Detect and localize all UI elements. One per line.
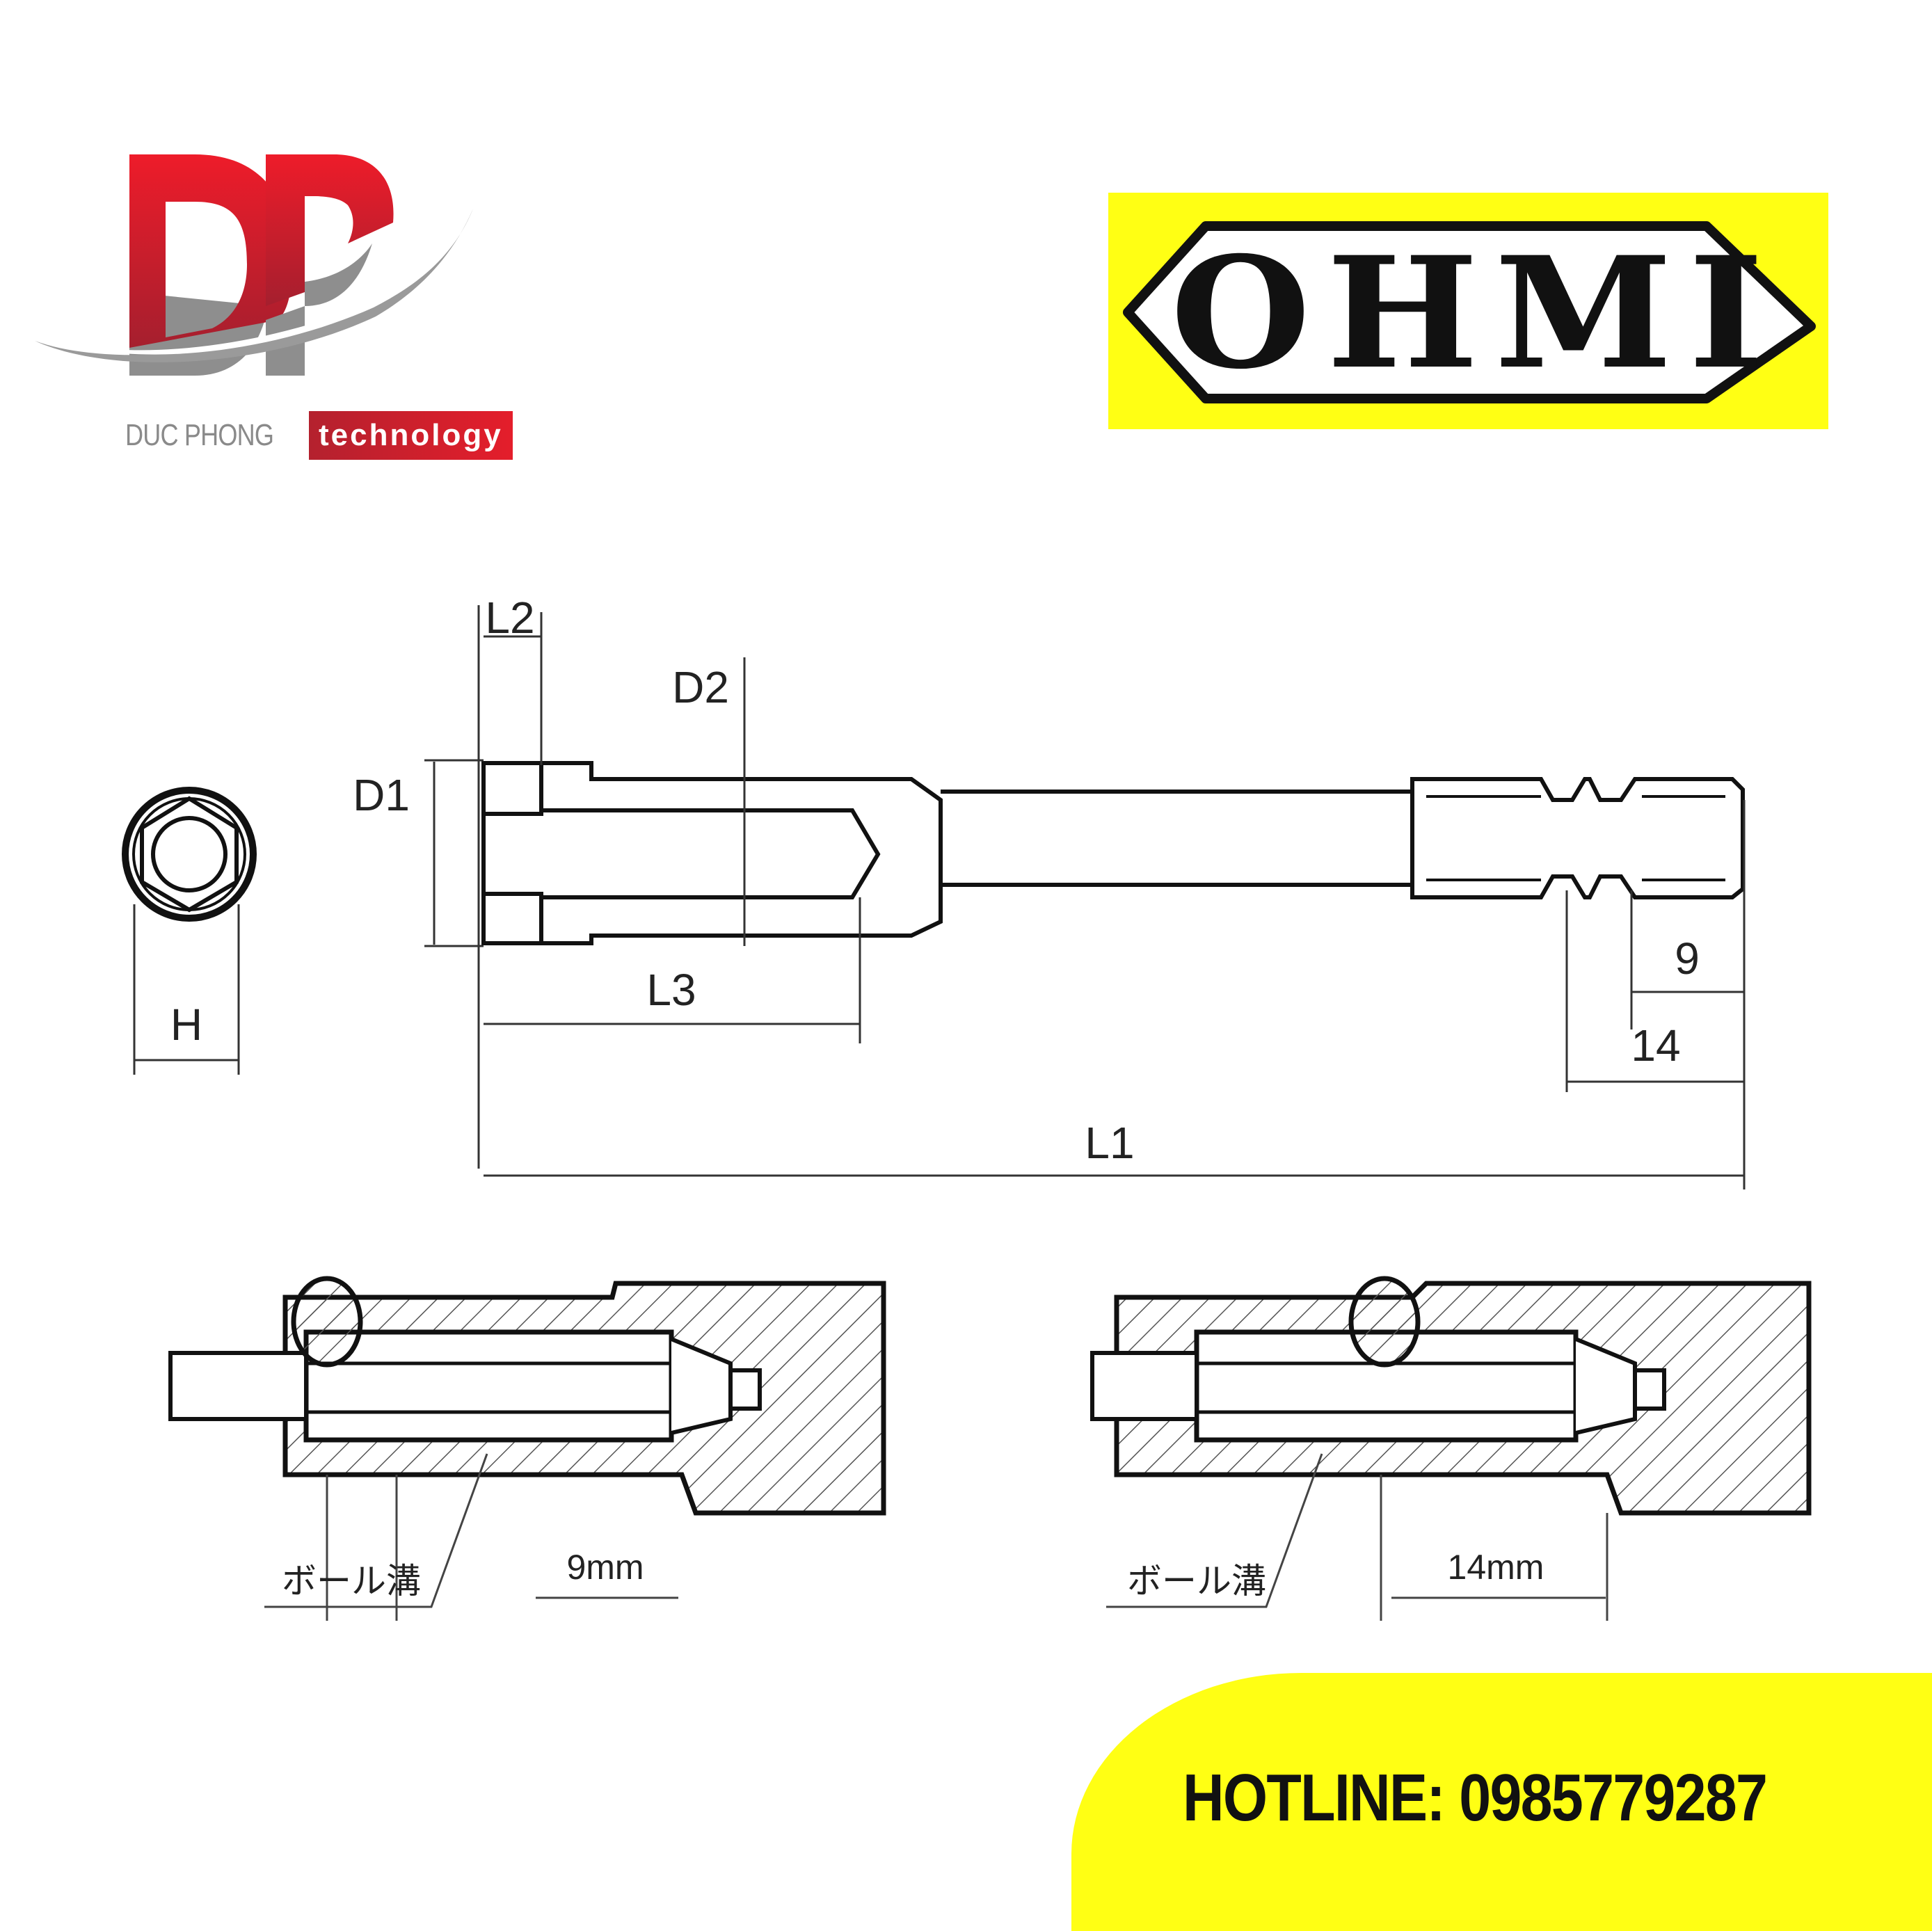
dim-label-d1: D1	[353, 770, 410, 820]
ball-groove-sections: ボール溝 9mm ボール溝 14mm	[168, 1276, 1812, 1621]
dim-label-l3: L3	[646, 965, 696, 1015]
ohmi-logo: OHMI	[1108, 193, 1828, 429]
section-14mm	[1090, 1276, 1812, 1621]
ohmi-hexagon-icon	[1123, 221, 1816, 403]
dim-label-9: 9	[1675, 934, 1700, 984]
section-dim-14mm: 14mm	[1448, 1548, 1544, 1587]
ohmi-wordmark: OHMI	[1170, 223, 1780, 403]
dim-label-l1: L1	[1085, 1118, 1134, 1168]
dp-monogram-icon	[35, 154, 473, 376]
duc-phong-logo	[28, 139, 598, 473]
ball-groove-label-1: ボール溝	[282, 1562, 421, 1601]
dp-tagline: DUC PHONG technology	[125, 410, 513, 460]
hotline-banner	[1071, 1673, 1932, 1931]
dim-label-h: H	[170, 1000, 202, 1050]
company-tag-badge: technology	[309, 411, 513, 460]
dim-label-d2: D2	[672, 662, 729, 712]
ball-groove-label-2: ボール溝	[1127, 1562, 1266, 1601]
bit-holder-drawing: L2 D2 D1 L3 H 9 14 L1	[122, 593, 1746, 1189]
hotline-text[interactable]: HOTLINE: 0985779287	[1183, 1761, 1768, 1835]
dim-label-14: 14	[1631, 1020, 1680, 1071]
dim-label-l2: L2	[485, 593, 534, 643]
section-dim-9mm: 9mm	[566, 1548, 644, 1587]
section-9mm	[168, 1276, 886, 1621]
company-name: DUC PHONG	[125, 418, 274, 452]
